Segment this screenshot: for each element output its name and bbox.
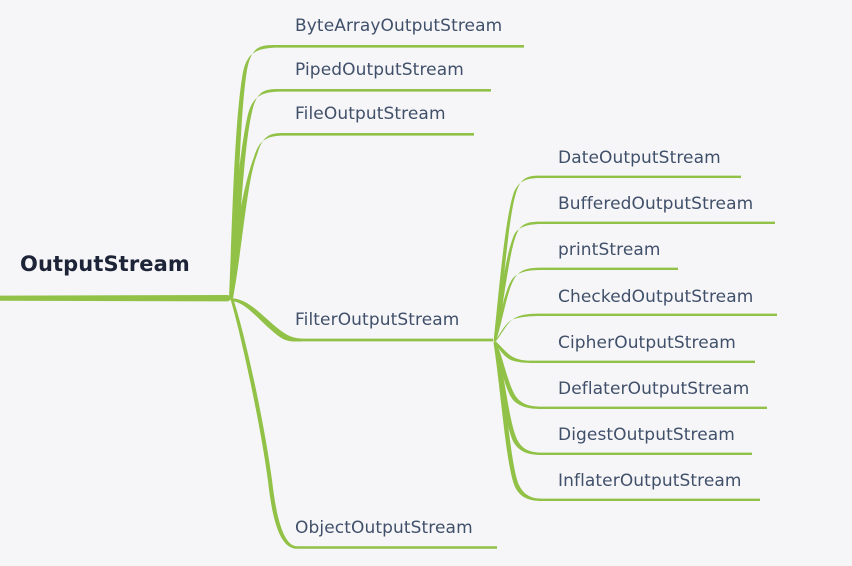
node-objectoutputstream[interactable]: ObjectOutputStream bbox=[295, 518, 473, 538]
node-bufferedoutputstream[interactable]: BufferedOutputStream bbox=[558, 194, 754, 214]
node-inflateroutputstream[interactable]: InflaterOutputStream bbox=[558, 471, 742, 491]
branch-to-cipheroutputstream bbox=[494, 341, 755, 363]
branch-to-fileoutputstream bbox=[229, 133, 474, 299]
node-dateoutputstream[interactable]: DateOutputStream bbox=[558, 148, 721, 168]
node-filteroutputstream[interactable]: FilterOutputStream bbox=[295, 310, 460, 330]
branch-to-objectoutputstream bbox=[230, 298, 497, 549]
node-fileoutputstream[interactable]: FileOutputStream bbox=[295, 104, 446, 124]
node-printstream[interactable]: printStream bbox=[558, 240, 661, 260]
node-cipheroutputstream[interactable]: CipherOutputStream bbox=[558, 333, 736, 353]
trunk-main bbox=[0, 295, 233, 302]
node-checkedoutputstream[interactable]: CheckedOutputStream bbox=[558, 287, 754, 307]
level2-branch-group bbox=[493, 175, 777, 501]
node-pipedoutputstream[interactable]: PipedOutputStream bbox=[295, 60, 464, 80]
branch-to-checkedoutputstream bbox=[494, 313, 777, 342]
branch-to-deflateroutputstream bbox=[494, 341, 767, 409]
node-root-outputstream[interactable]: OutputStream bbox=[20, 252, 190, 276]
node-deflateroutputstream[interactable]: DeflaterOutputStream bbox=[558, 379, 750, 399]
trunk-group bbox=[0, 295, 233, 302]
branch-to-bytearrayoutputstream bbox=[229, 44, 524, 299]
node-bytearrayoutputstream[interactable]: ByteArrayOutputStream bbox=[295, 16, 503, 36]
node-digestoutputstream[interactable]: DigestOutputStream bbox=[558, 425, 735, 445]
branch-to-digestoutputstream bbox=[493, 341, 752, 455]
